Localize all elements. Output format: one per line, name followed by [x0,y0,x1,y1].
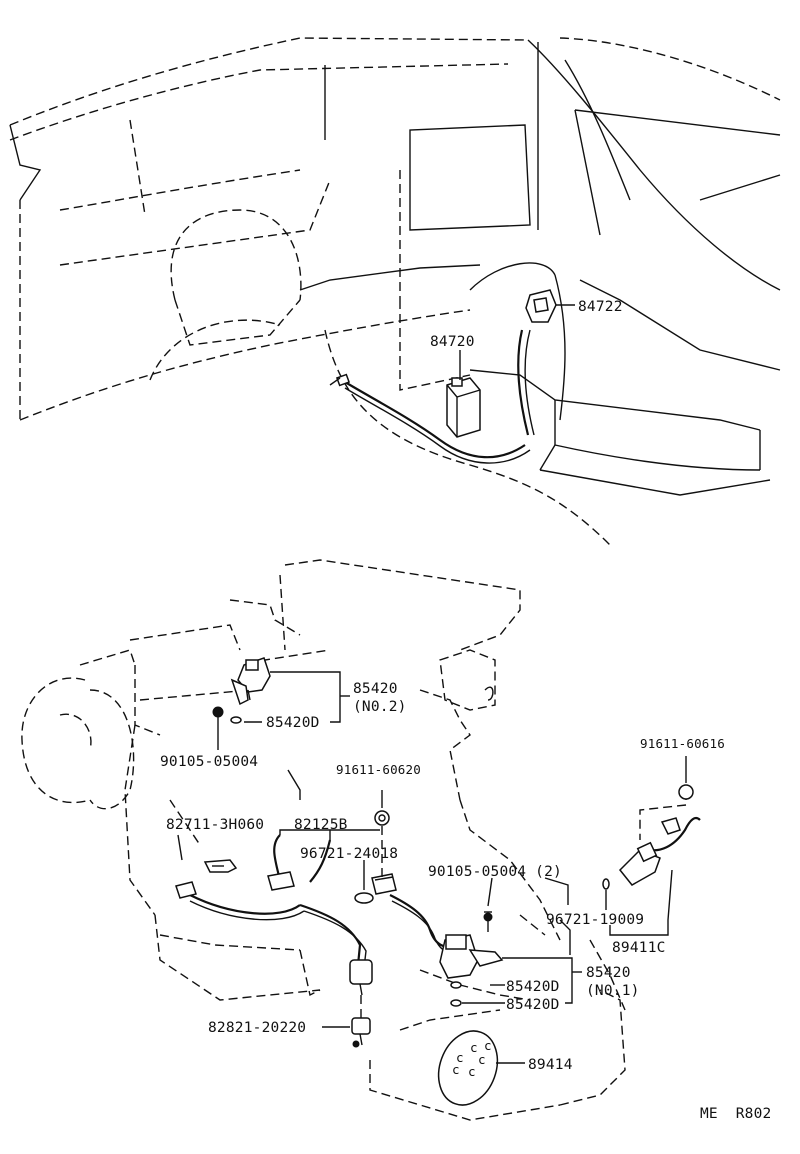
label-85420-no2-sub: (N0.2) [353,699,407,715]
label-82125b: 82125B [294,817,348,833]
o-ring-85420d-lower-b [450,999,462,1007]
svg-text:c: c [468,1064,476,1079]
label-85420d-a: 85420D [266,715,320,731]
label-89414: 89414 [528,1057,573,1073]
label-90105-05004-upper: 90105-05004 [160,754,258,770]
svg-text:c: c [470,1040,478,1055]
grommet-96721-24018 [354,892,374,904]
bolt-90105-05004-upper [212,706,224,740]
svg-text:c: c [456,1050,464,1065]
part-85420-no2-sensor [230,657,271,706]
o-ring-85420d-upper [230,716,242,724]
label-96721-24018: 96721-24018 [300,846,398,862]
svg-text:c: c [452,1062,460,1077]
label-84720: 84720 [430,334,475,350]
grommet-96721-19009 [602,878,610,890]
label-89411c: 89411C [612,940,666,956]
label-91611-60616: 91611-60616 [640,736,725,751]
upper-wire-harness [329,329,535,464]
upper-leader-lines [459,304,575,380]
part-85420-no1-sensor [439,911,504,979]
lower-leader-lines [177,671,687,1064]
vehicle-body-outline [9,37,781,546]
o-ring-85420d-lower-a [450,981,462,989]
engine-wire-harness [189,816,701,969]
part-82821-20220 [349,959,373,1048]
label-82821-20220: 82821-20220 [208,1020,306,1036]
figure-code: ME R802 [700,1106,771,1122]
engine-outline [21,559,626,1121]
washer-91611-60616 [678,784,694,800]
label-82711-3h060: 82711-3H060 [166,817,264,833]
label-85420d-c: 85420D [506,997,560,1013]
label-85420d-b: 85420D [506,979,560,995]
label-85420-no1-sub: (N0.1) [586,983,640,999]
label-96721-19009: 96721-19009 [546,912,644,928]
part-84722-connector [525,289,557,323]
label-90105-05004-2: 90105-05004 (2) [428,864,562,880]
part-89414-rotor: c c c c c c [437,1030,499,1106]
label-91611-60620: 91611-60620 [336,762,421,777]
label-85420-no1: 85420 [586,965,631,981]
washer-91611-60620 [374,810,390,880]
label-84722: 84722 [578,299,623,315]
harness-connectors [175,859,397,899]
part-89411c-sensor [618,785,687,886]
label-85420-no2: 85420 [353,681,398,697]
svg-text:c: c [484,1038,492,1053]
svg-text:c: c [478,1052,486,1067]
part-84720-relay [446,377,481,438]
